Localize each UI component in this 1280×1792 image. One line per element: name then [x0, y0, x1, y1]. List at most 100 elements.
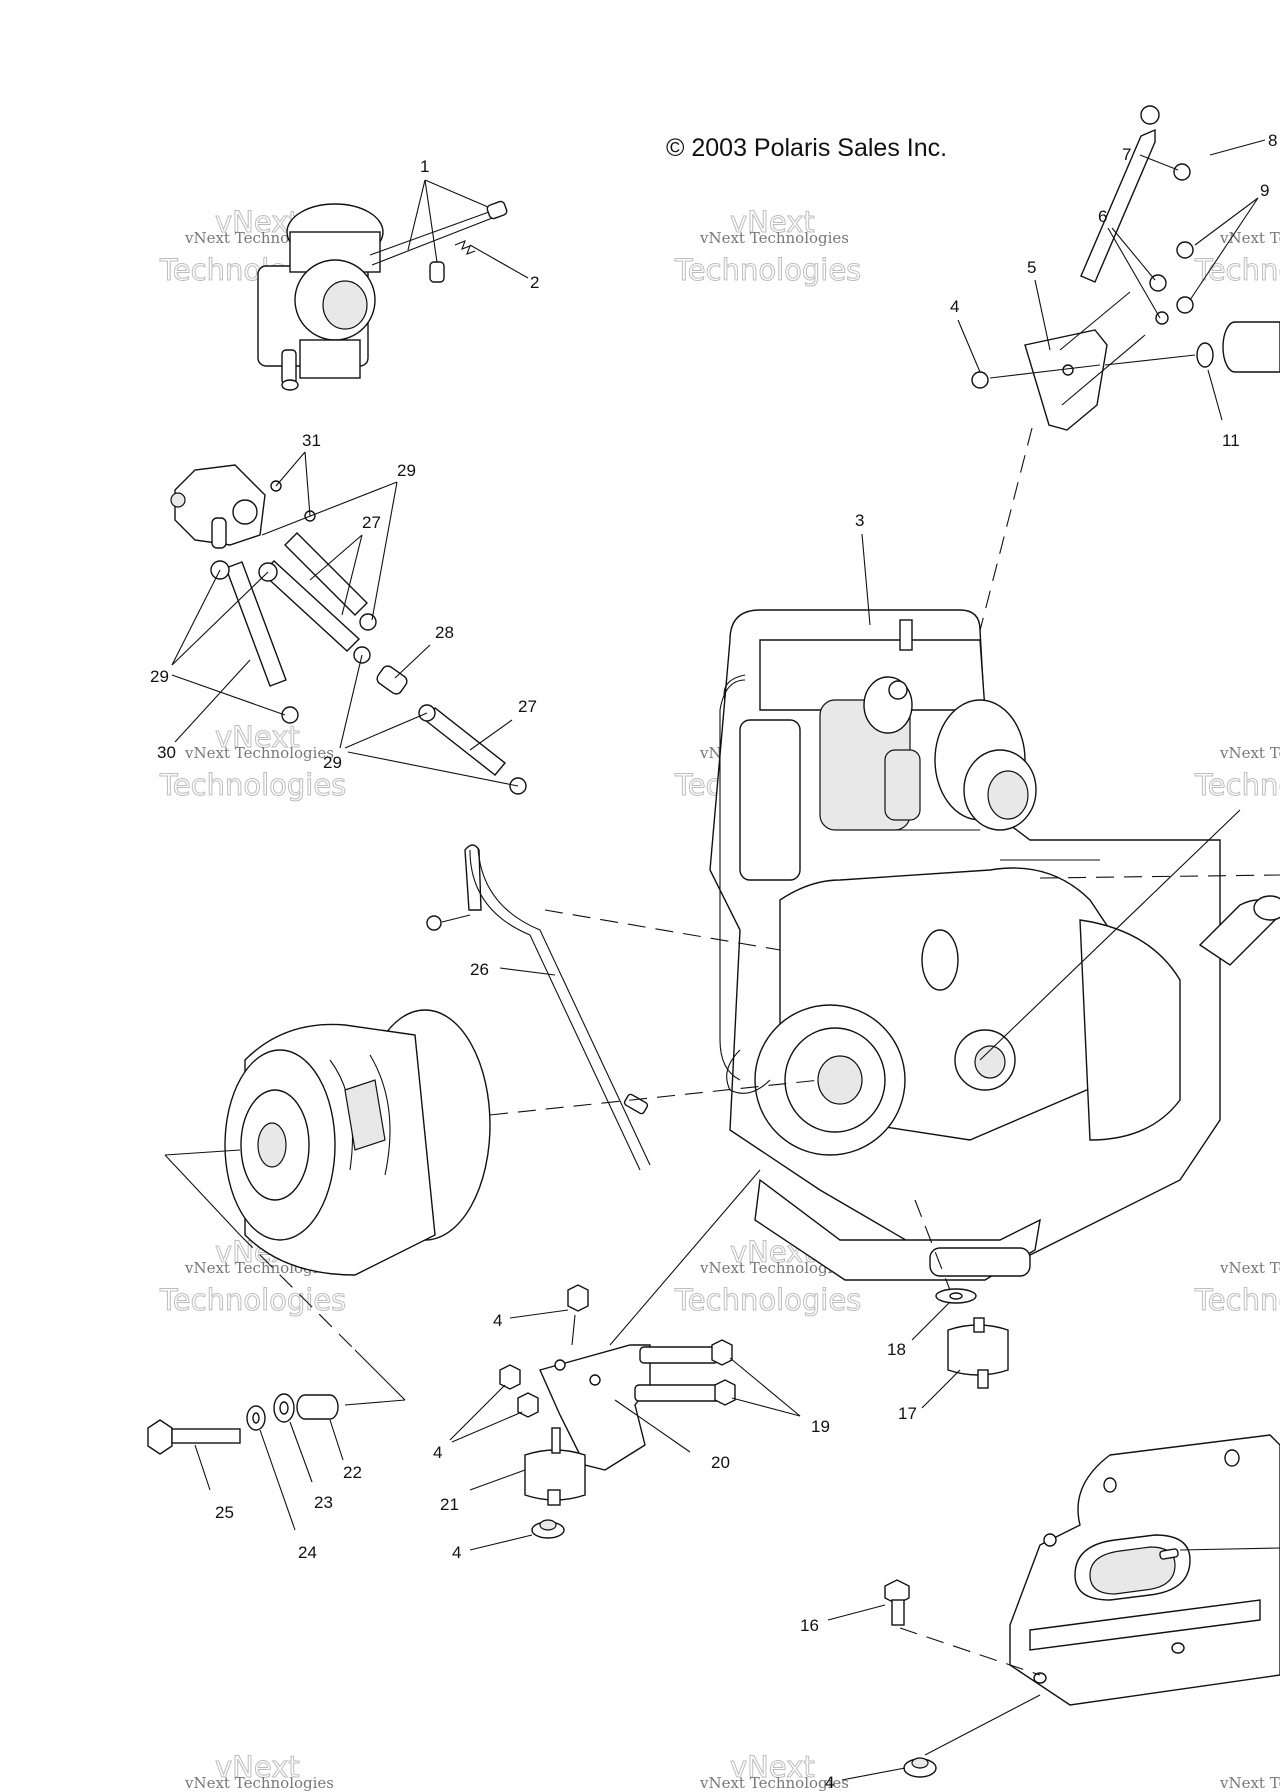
- svg-text:4: 4: [493, 1311, 502, 1330]
- callout-26: 26: [470, 960, 556, 979]
- svg-text:vNext Technologies: vNext Technologies: [699, 1259, 849, 1277]
- fuel-hoses: [210, 532, 527, 795]
- svg-text:29: 29: [150, 667, 169, 686]
- svg-text:Technologies: Technologies: [1194, 253, 1280, 287]
- svg-text:vNext Technologies: vNext Technologies: [1219, 229, 1280, 247]
- svg-text:4: 4: [950, 297, 959, 316]
- svg-text:20: 20: [711, 1453, 730, 1472]
- svg-text:7: 7: [1122, 145, 1131, 164]
- callout-24: 24: [259, 1429, 317, 1562]
- callout-11: 11: [1207, 369, 1240, 450]
- svg-text:17: 17: [898, 1404, 917, 1423]
- dash-leader: [974, 427, 1033, 651]
- watermark: vNext vNext Technologies Technologies: [159, 720, 347, 803]
- svg-text:Technologies: Technologies: [159, 768, 346, 802]
- svg-text:19: 19: [811, 1417, 830, 1436]
- svg-text:Technologies: Technologies: [159, 1283, 346, 1317]
- svg-text:31: 31: [302, 431, 321, 450]
- dash-leader: [914, 1199, 951, 1291]
- svg-text:vNext: vNext: [730, 1750, 815, 1784]
- callout-28: 28: [394, 623, 454, 679]
- copyright-text: © 2003 Polaris Sales Inc.: [666, 134, 947, 162]
- svg-text:vNext Technologies: vNext Technologies: [699, 1774, 849, 1792]
- svg-text:8: 8: [1268, 131, 1277, 150]
- carburetor-assembly: [257, 200, 508, 391]
- top-right-mount: [971, 105, 1280, 431]
- dipstick-tube: [426, 844, 651, 1171]
- svg-text:23: 23: [314, 1493, 333, 1512]
- callout-30: 30: [157, 659, 251, 762]
- svg-text:6: 6: [1098, 207, 1107, 226]
- skid-bolt: [884, 1579, 937, 1778]
- callout-21: 21: [440, 1469, 526, 1514]
- callout-1: 1: [407, 157, 489, 263]
- callout-16: 16: [800, 1604, 886, 1635]
- callout-29-top: 29: [261, 461, 416, 621]
- svg-text:vNext: vNext: [215, 1750, 300, 1784]
- svg-text:16: 16: [800, 1616, 819, 1635]
- svg-text:4: 4: [825, 1773, 834, 1792]
- svg-text:30: 30: [157, 743, 176, 762]
- clutch-leader: [164, 1149, 406, 1406]
- watermark: vNext vNext Technologies: [699, 1750, 849, 1792]
- svg-text:vNext Technologies: vNext Technologies: [1219, 1774, 1280, 1792]
- rear-mount: [935, 1288, 1009, 1389]
- svg-text:24: 24: [298, 1543, 317, 1562]
- watermark: vNext vNext Technologies Technologies: [674, 205, 862, 288]
- svg-text:4: 4: [452, 1543, 461, 1562]
- callout-4-skid: 4: [825, 1767, 906, 1792]
- svg-text:11: 11: [1222, 431, 1240, 450]
- svg-text:21: 21: [440, 1495, 459, 1514]
- svg-text:vNext: vNext: [730, 205, 815, 239]
- svg-text:4: 4: [433, 1443, 442, 1462]
- svg-text:28: 28: [435, 623, 454, 642]
- callout-9: 9: [1189, 181, 1269, 301]
- callout-27-top: 27: [309, 513, 381, 616]
- callout-27-bottom: 27: [469, 697, 537, 751]
- svg-text:27: 27: [362, 513, 381, 532]
- svg-text:5: 5: [1027, 258, 1036, 277]
- callout-19: 19: [729, 1357, 830, 1436]
- callout-7: 7: [1122, 145, 1179, 171]
- callout-25: 25: [194, 1444, 234, 1522]
- callout-3: 3: [855, 511, 871, 626]
- engine-assembly: [709, 609, 1280, 1281]
- callout-20: 20: [614, 1399, 730, 1472]
- fuel-pump-assembly: [170, 464, 316, 549]
- callout-22: 22: [329, 1419, 362, 1482]
- svg-text:vNext Technologies: vNext Technologies: [184, 744, 334, 762]
- watermark: vNext Technologies Technologies: [1194, 744, 1280, 803]
- svg-text:3: 3: [855, 511, 864, 530]
- svg-text:vNext: vNext: [215, 720, 300, 754]
- svg-text:vNext Technologies: vNext Technologies: [1219, 744, 1280, 762]
- clutch-bolt: [147, 1393, 339, 1455]
- svg-text:26: 26: [470, 960, 489, 979]
- leader-line: [609, 1169, 761, 1346]
- callout-18: 18: [887, 1301, 951, 1359]
- svg-text:vNext Technologies: vNext Technologies: [699, 229, 849, 247]
- svg-text:9: 9: [1260, 181, 1269, 200]
- callout-4-bottom: 4: [452, 1534, 533, 1562]
- watermark: vNext Technologies Technologies: [1194, 229, 1280, 288]
- watermark: vNext vNext Technologies Technologies: [159, 1235, 347, 1318]
- svg-text:Technologies: Technologies: [1194, 768, 1280, 802]
- dash-leader: [1039, 874, 1280, 879]
- svg-text:vNext Technologies: vNext Technologies: [184, 1774, 334, 1792]
- callout-2: 2: [469, 244, 539, 292]
- callout-4-left: 4: [433, 1384, 523, 1462]
- callout-6: 6: [1098, 207, 1161, 319]
- watermark: vNext vNext Technologies: [184, 1750, 334, 1792]
- callout-23: 23: [289, 1421, 333, 1512]
- front-mount-bracket: [499, 1284, 736, 1539]
- svg-text:22: 22: [343, 1463, 362, 1482]
- callout-31: 31: [275, 431, 321, 517]
- skid-plate-bracket: [1009, 1434, 1280, 1706]
- watermark-group: vNext vNext Technologies Technologies vN…: [159, 205, 1280, 1792]
- watermark: vNext Technologies Technologies: [1194, 1259, 1280, 1318]
- watermark: vNext Technologies: [1219, 1774, 1280, 1792]
- svg-text:Technologies: Technologies: [674, 253, 861, 287]
- drive-clutch: [224, 1009, 491, 1276]
- callout-4-mid: 4: [493, 1309, 576, 1346]
- svg-text:vNext: vNext: [215, 205, 300, 239]
